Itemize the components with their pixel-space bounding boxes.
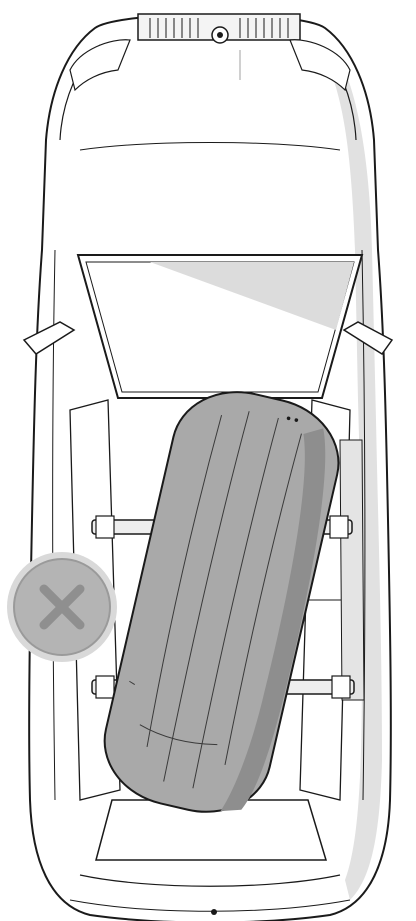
- incorrect-badge: [7, 552, 117, 662]
- windshield: [78, 255, 362, 398]
